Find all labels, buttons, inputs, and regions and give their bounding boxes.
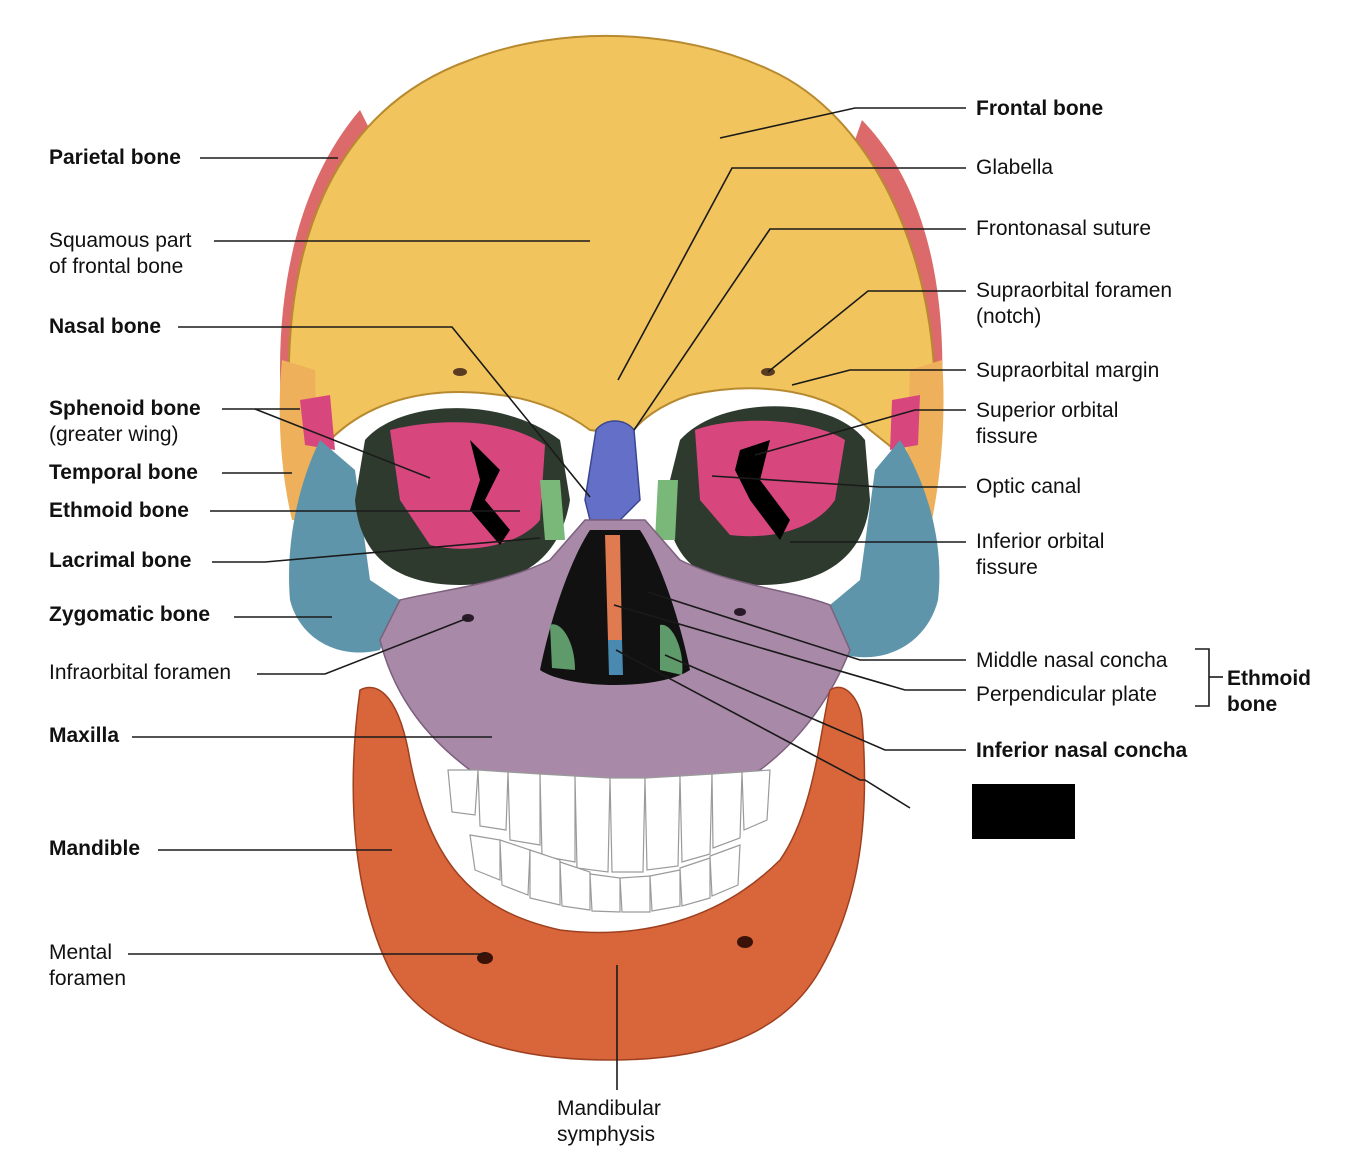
vomer-shape [608,640,623,675]
label-optic-canal: Optic canal [976,475,1082,498]
label-squamous-part: Squamous part of frontal bone [49,229,192,278]
label-sphenoid-bone: Sphenoid bone [49,397,201,420]
orbit-left-ethmoid [540,480,565,540]
redacted-label-box [972,784,1075,839]
mandible-shape [352,686,866,1061]
label-parietal-bone: Parietal bone [49,146,181,169]
label-supraorbital-margin: Supraorbital margin [976,359,1160,382]
inferior-nasal-concha-right [660,624,683,675]
label-frontal-bone: Frontal bone [976,97,1104,120]
sphenoid-wing-left-shape [300,395,335,450]
mental-foramen-mark [477,952,493,964]
teeth-upper [447,769,771,873]
supraorbital-foramen-left-mark [453,368,467,376]
mental-foramen-right-mark [737,936,753,948]
label-lacrimal-bone: Lacrimal bone [49,549,192,572]
label-mandibular-symphysis: Mandibular symphysis [557,1097,661,1146]
orbit-right-fissure [735,440,790,540]
zygomatic-bone-right-shape [830,440,940,658]
nasal-bone-shape [584,420,641,521]
label-middle-nasal-concha: Middle nasal concha [976,649,1168,672]
inferior-nasal-concha-left [550,624,575,670]
label-ethmoid-group: Ethmoid bone [1227,667,1311,716]
label-inferior-orbital-fissure: Inferior orbital fissure [976,530,1105,579]
label-inferior-nasal-concha: Inferior nasal concha [976,739,1188,762]
zygomatic-bone-left-shape [289,440,400,653]
label-superior-orbital-fissure: Superior orbital fissure [976,399,1119,448]
infraorbital-foramen-right-mark [734,608,746,616]
label-infraorbital-foramen: Infraorbital foramen [49,661,232,684]
label-maxilla: Maxilla [49,724,120,747]
orbit-left-sphenoid [390,422,545,549]
label-mental-foramen: Mental foramen [49,941,127,990]
teeth-lower [469,834,741,913]
label-glabella: Glabella [976,156,1054,179]
label-ethmoid-bone: Ethmoid bone [49,499,189,522]
label-mandible: Mandible [49,837,141,860]
label-temporal-bone: Temporal bone [49,461,198,484]
sphenoid-wing-right-shape [890,395,920,450]
orbit-right-sphenoid [695,420,845,537]
label-sphenoid-sub: (greater wing) [49,423,179,446]
orbit-right-ethmoid [655,480,678,540]
label-perpendicular-plate: Perpendicular plate [976,683,1157,706]
leader-lines [128,107,1223,1090]
orbit-left-fissure [470,440,510,545]
label-nasal-bone: Nasal bone [49,315,162,338]
label-frontonasal-suture: Frontonasal suture [976,217,1152,240]
label-zygomatic-bone: Zygomatic bone [49,603,211,626]
label-supraorbital-foramen: Supraorbital foramen (notch) [976,279,1173,328]
nasal-septum-plate [605,535,622,640]
frontal-bone-shape [287,34,937,472]
